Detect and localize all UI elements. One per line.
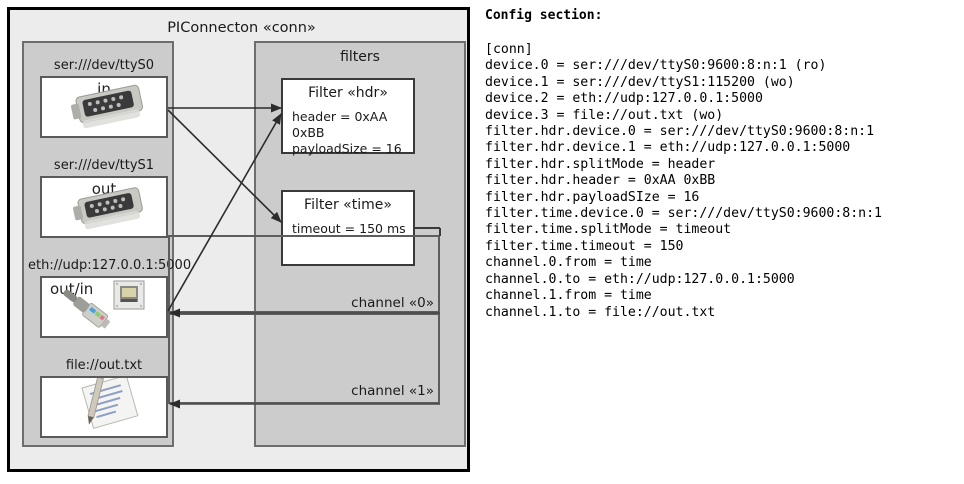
device-caption: eth://udp:127.0.0.1:5000 — [28, 258, 192, 273]
config-text: [conn] device.0 = ser:///dev/ttyS0:9600:… — [485, 42, 882, 320]
channel-0-box[interactable] — [168, 235, 440, 313]
config-heading: Config section: — [485, 8, 603, 23]
serial-port-icon — [42, 178, 166, 236]
channel-1-label: channel «1» — [351, 383, 434, 399]
device-box[interactable]: in — [40, 76, 168, 138]
serial-port-icon — [42, 78, 166, 136]
connection-arrows — [167, 103, 441, 409]
filter-properties: timeout = 150 ms — [292, 221, 406, 237]
filter-prop: timeout = 150 ms — [292, 221, 406, 236]
filter-time-box[interactable]: Filter «time» timeout = 150 ms — [281, 190, 415, 266]
device-caption: ser:///dev/ttyS1 — [53, 158, 155, 173]
device-direction-label: out/in — [50, 280, 94, 298]
device-box[interactable]: out — [40, 176, 168, 238]
text-file-icon — [42, 374, 166, 436]
channel-0-label: channel «0» — [351, 295, 434, 311]
device-caption: file://out.txt — [65, 358, 143, 373]
filter-hdr-box[interactable]: Filter «hdr» header = 0xAA 0xBB payloadS… — [281, 78, 415, 157]
filter-prop: payloadSize = 16 — [292, 141, 402, 156]
channel-1-box[interactable] — [168, 313, 440, 404]
filter-title: Filter «time» — [304, 197, 392, 213]
filter-prop: header = 0xAA 0xBB — [292, 109, 388, 140]
device-box[interactable]: out — [40, 374, 168, 438]
filter-properties: header = 0xAA 0xBB payloadSize = 16 — [292, 109, 413, 157]
config-section: Config section: [conn] device.0 = ser://… — [480, 0, 964, 484]
filter-title: Filter «hdr» — [308, 85, 388, 101]
ethernet-icon — [42, 278, 166, 336]
arrow-ttys0-to-time — [167, 109, 282, 223]
arrow-eth-to-hdr — [167, 113, 282, 312]
filters-panel-title: filters — [340, 49, 380, 65]
page-title: PIConnecton «conn» — [167, 20, 316, 36]
device-caption: ser:///dev/ttyS0 — [53, 58, 155, 73]
connector-diagram: PIConnecton «conn» ser:///dev/ttyS0 in — [0, 0, 478, 484]
device-box[interactable]: out/in — [40, 276, 168, 338]
